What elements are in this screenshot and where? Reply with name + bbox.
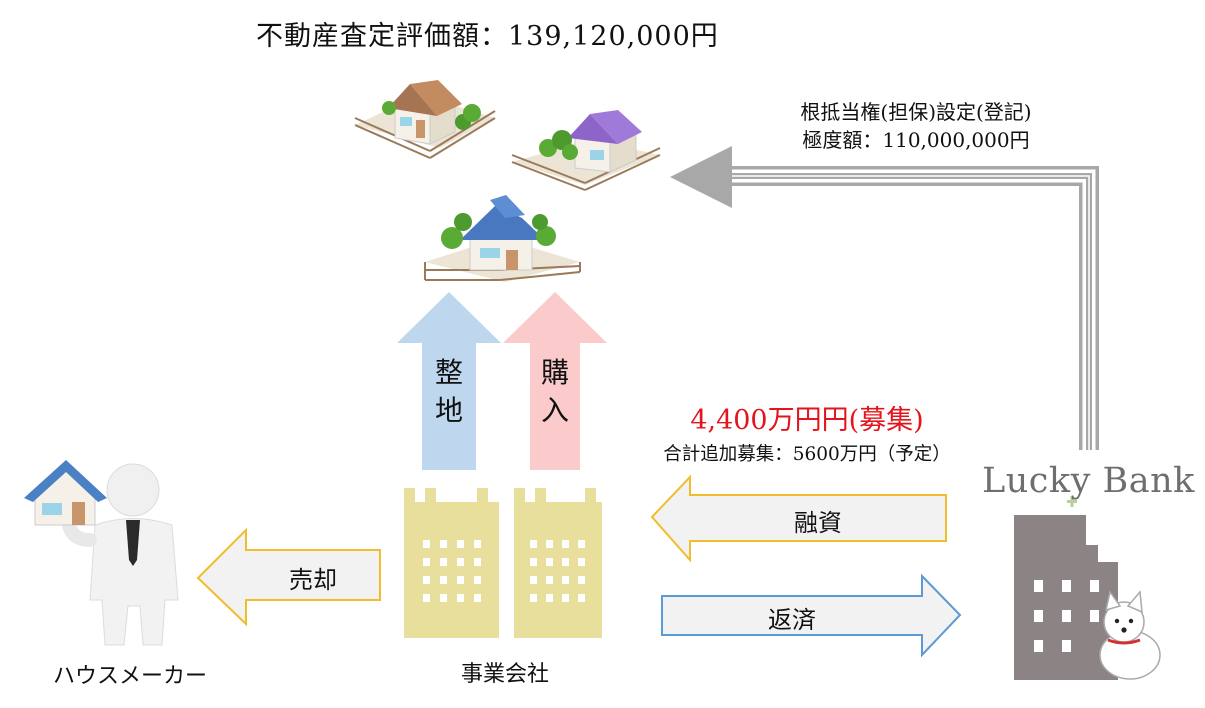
repay-label: 返済	[768, 606, 816, 634]
mortgage-label: 根抵当権(担保)設定(登記) 極度額：110,000,000円	[766, 98, 1066, 154]
recruit-note: 合計追加募集：5600万円（予定）	[663, 444, 951, 465]
company-building-left	[404, 488, 499, 638]
mortgage-arrow	[670, 146, 1099, 450]
recruit-amount: 4,400万円円(募集)	[690, 405, 924, 436]
house-blue-icon	[424, 195, 581, 282]
house-purple-icon	[511, 110, 661, 191]
house-held-icon	[24, 460, 107, 526]
cross-icon	[1067, 496, 1077, 507]
company-caption: 事業会社	[460, 662, 549, 687]
company-building-right	[514, 488, 602, 638]
repay-arrow	[661, 573, 962, 658]
house-maker-caption: ハウスメーカー	[52, 664, 207, 689]
loan-label: 融資	[794, 509, 842, 537]
appraisal-title: 不動産査定評価額：139,120,000円	[256, 21, 719, 52]
sale-label: 売却	[289, 566, 337, 594]
sale-arrow	[196, 527, 381, 627]
dog-icon	[1099, 590, 1161, 680]
mortgage-line-2: 極度額：110,000,000円	[802, 128, 1030, 152]
businessman-icon	[61, 463, 179, 646]
house-brown-icon	[354, 80, 496, 159]
bank-logo: Lucky Bank	[982, 461, 1195, 501]
grading-arrow	[397, 292, 501, 470]
purchase-label: 購入	[540, 356, 569, 427]
grading-label: 整地	[434, 356, 463, 427]
mortgage-line-1: 根抵当権(担保)設定(登記)	[800, 100, 1032, 124]
purchase-arrow	[503, 292, 607, 470]
loan-arrow	[650, 474, 947, 563]
